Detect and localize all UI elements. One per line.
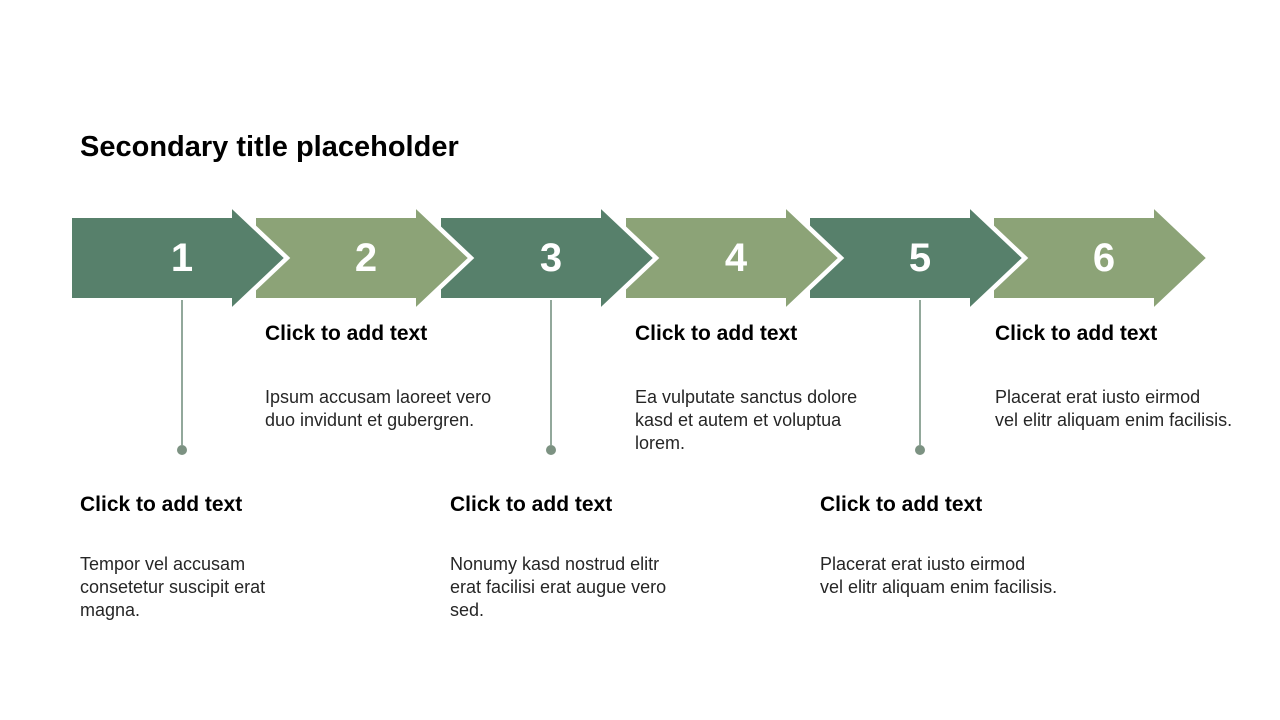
arrow-body-1[interactable]: [72, 218, 232, 298]
step-heading-5[interactable]: Click to add text: [820, 493, 983, 516]
arrow-head-3[interactable]: [599, 204, 660, 312]
step-text-block-2: Click to add text Ipsum accusam laoreet …: [265, 321, 535, 432]
step-body-6[interactable]: Placerat erat iusto eirmod vel elitr ali…: [995, 387, 1233, 430]
step-text-block-6: Click to add text Placerat erat iusto ei…: [995, 321, 1265, 432]
connector-dot-1: [177, 445, 187, 455]
step-text-block-4: Click to add text Ea vulputate sanctus d…: [635, 321, 905, 455]
step-heading-3[interactable]: Click to add text: [450, 493, 613, 516]
step-body-4[interactable]: Ea vulputate sanctus dolore kasd et aute…: [635, 387, 858, 453]
step-number-6: 6: [1092, 236, 1116, 280]
step-text-block-5: Click to add text Placerat erat iusto ei…: [820, 492, 1090, 599]
slide-title[interactable]: Secondary title placeholder: [80, 131, 459, 163]
step-text-block-3: Click to add text Nonumy kasd nostrud el…: [450, 492, 720, 622]
step-number-4: 4: [724, 236, 748, 280]
arrow-head-1[interactable]: [230, 204, 291, 312]
step-number-5: 5: [908, 236, 932, 280]
step-heading-4[interactable]: Click to add text: [635, 322, 798, 345]
step-number-2: 2: [354, 236, 378, 280]
step-heading-6[interactable]: Click to add text: [995, 322, 1158, 345]
step-body-1[interactable]: Tempor vel accusam consetetur suscipit e…: [80, 554, 266, 620]
step-text-block-1: Click to add text Tempor vel accusam con…: [80, 492, 350, 622]
connector-dot-5: [915, 445, 925, 455]
step-heading-1[interactable]: Click to add text: [80, 493, 243, 516]
connector-dot-3: [546, 445, 556, 455]
step-body-3[interactable]: Nonumy kasd nostrud elitr erat facilisi …: [450, 554, 667, 620]
step-number-1: 1: [170, 236, 194, 280]
arrow-head-2[interactable]: [414, 204, 475, 312]
arrow-head-6[interactable]: [1152, 204, 1213, 312]
step-number-3: 3: [539, 236, 563, 280]
step-heading-2[interactable]: Click to add text: [265, 322, 428, 345]
step-body-2[interactable]: Ipsum accusam laoreet vero duo invidunt …: [265, 387, 492, 430]
arrow-head-4[interactable]: [784, 204, 845, 312]
arrow-head-5[interactable]: [968, 204, 1029, 312]
step-body-5[interactable]: Placerat erat iusto eirmod vel elitr ali…: [820, 554, 1058, 597]
